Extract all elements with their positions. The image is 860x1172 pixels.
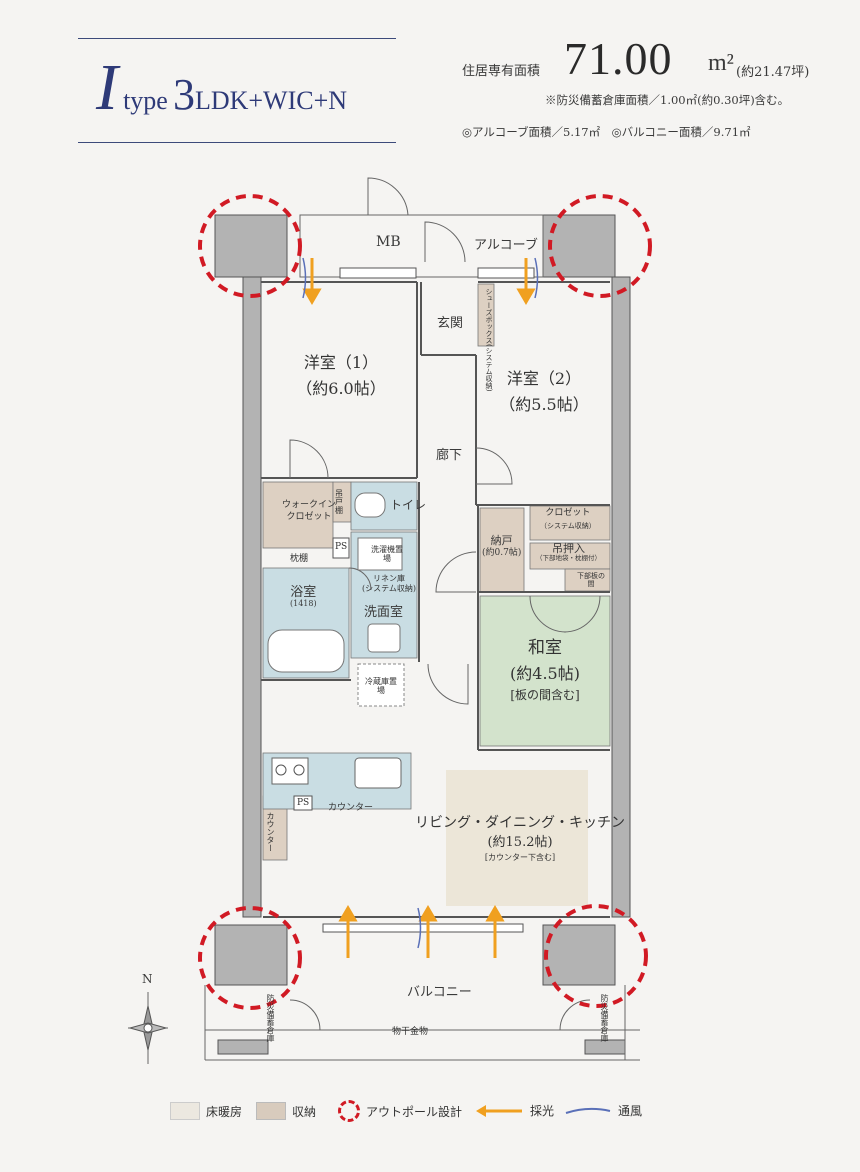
closet-area [529, 505, 611, 541]
exterior-walls [214, 214, 631, 1055]
drying-label: 物干金物 [392, 1027, 429, 1037]
area-value: 71.00 [564, 33, 673, 84]
washitsu-label: 和室 (約4.5帖) [板の間含む] [482, 636, 608, 704]
counter-label: カウンター [328, 803, 374, 813]
balcony-label: バルコニー [407, 985, 472, 1000]
bath-sub: (1418) [290, 599, 317, 609]
legend-wind-label: 通風 [618, 1104, 643, 1118]
area-tsubo: (約21.47坪) [736, 65, 810, 80]
ldk-name: リビング・ダイニング・キッチン [415, 815, 625, 831]
outpole-nw [198, 194, 302, 298]
floor-heat-ldk [446, 770, 588, 906]
closet-sub: （システム収納） [540, 521, 596, 530]
closet-label: クロゼット （システム収納） [540, 507, 596, 531]
toilet-label: トイレ [390, 498, 427, 512]
mb-label: MB [376, 234, 401, 250]
western1-name: 洋室（1） [303, 353, 379, 372]
compass-north: N [142, 972, 153, 986]
hallway-label: 廊下 [436, 448, 463, 463]
ldk-label: リビング・ダイニング・キッチン (約15.2帖) [カウンター下含む] [400, 814, 640, 863]
wic-line2: クロゼット [286, 511, 332, 522]
bath-name: 浴室 [290, 585, 317, 600]
western2-label: 洋室（2） （約5.5帖） [480, 366, 608, 417]
wic-area [262, 481, 334, 549]
compass [128, 992, 168, 1064]
legend-floor-heat: 床暖房 [170, 1102, 242, 1120]
washroom-label: 洗面室 [364, 605, 404, 620]
shoebox [477, 283, 495, 347]
oshiire-label: 吊押入 （下部地袋・枕棚付） [536, 542, 601, 563]
linen-sub: (システム収納) [362, 583, 417, 593]
outpole-ne [548, 194, 652, 298]
unit-type-title: I type 3LDK+WIC+N [96, 50, 347, 126]
fridge-space [357, 663, 405, 707]
area-label: 住居専有面積 [462, 64, 541, 79]
linen-name: リネン庫 [373, 574, 405, 583]
light-arrow-icon [476, 1104, 522, 1117]
sink [354, 757, 402, 789]
storage-n-label: 納戸 (約0.7帖) [482, 534, 521, 560]
oshiire-sub: （下部地袋・枕棚付） [536, 554, 601, 563]
outpole-se [544, 904, 648, 1008]
washitsu-area [479, 595, 611, 747]
floor-heat-swatch [170, 1102, 200, 1120]
linen-label: リネン庫 (システム収納) [362, 574, 416, 593]
bath-label: 浴室 (1418) [290, 585, 317, 609]
disaster-store-left: 防災備蓄倉庫 [266, 994, 275, 1042]
legend-storage: 収納 [256, 1102, 316, 1120]
wind-icon [565, 1107, 611, 1114]
stove [271, 757, 309, 785]
legend-light-label: 採光 [530, 1104, 555, 1118]
ps2-label: PS [297, 798, 310, 808]
outpole-icon [338, 1100, 360, 1122]
wic-label: ウォークイン クロゼット [282, 500, 336, 523]
wic-line1: ウォークイン [282, 500, 337, 510]
outpole-sw [198, 906, 302, 1010]
western1-label: 洋室（1） （約6.0帖） [268, 350, 414, 401]
type-layout: LDK+WIC+N [194, 86, 348, 115]
washitsu-name: 和室 [528, 638, 562, 658]
disaster-store-right: 防災備蓄倉庫 [600, 994, 609, 1042]
storage-n-size: (約0.7帖) [482, 548, 522, 559]
alcove-label: アルコーブ [474, 238, 538, 253]
western2-name: 洋室（2） [506, 369, 582, 388]
header-bottom-rule [78, 142, 396, 143]
fridge-label: 冷蔵庫置場 [365, 677, 397, 695]
western2-size: （約5.5帖） [499, 394, 589, 414]
header-top-rule [78, 38, 396, 39]
closet-name: クロゼット [545, 508, 591, 518]
board-label: 下部板の間 [577, 572, 605, 588]
legend-light: 採光 [474, 1102, 554, 1119]
type-word: type [123, 86, 168, 115]
type-room-count: 3 [172, 70, 195, 119]
western1-size: （約6.0帖） [296, 378, 386, 398]
oshiire-name: 吊押入 [552, 542, 585, 555]
storage-swatch [256, 1102, 286, 1120]
legend-wind: 通風 [564, 1102, 642, 1119]
ldk-note: [カウンター下含む] [484, 852, 556, 862]
pillow-label: 枕棚 [290, 554, 309, 564]
legend-outpole-label: アウトポール設計 [366, 1104, 463, 1119]
storage-note: ※防災備蓄倉庫面積／1.00㎡(約0.30坪)含む。 [545, 93, 790, 107]
bathtub [267, 629, 345, 673]
washitsu-note: [板の間含む] [510, 687, 580, 702]
shoebox-label: シューズボックス(システム収納) [485, 288, 493, 392]
type-letter: I [96, 51, 118, 124]
counter-vertical-label: カウンター [266, 812, 275, 852]
washer-label: 洗濯機置場 [371, 545, 403, 563]
ps-label: PS [335, 542, 348, 552]
area-unit: m² [708, 50, 734, 76]
alcove-balcony-note: ◎アルコーブ面積／5.17㎡ ◎バルコニー面積／9.71㎡ [462, 125, 751, 139]
entrance-label: 玄関 [437, 316, 464, 331]
storage-n-area [479, 507, 525, 593]
ldk-size: (約15.2帖) [487, 834, 553, 850]
legend-outpole: アウトポール設計 [338, 1100, 462, 1122]
hanging-label: 吊戸棚 [335, 489, 343, 515]
legend-storage-label: 収納 [292, 1104, 317, 1119]
legend-floor-heat-label: 床暖房 [206, 1104, 243, 1119]
storage-n-name: 納戸 [490, 534, 513, 547]
washitsu-size: (約4.5帖) [510, 663, 580, 683]
